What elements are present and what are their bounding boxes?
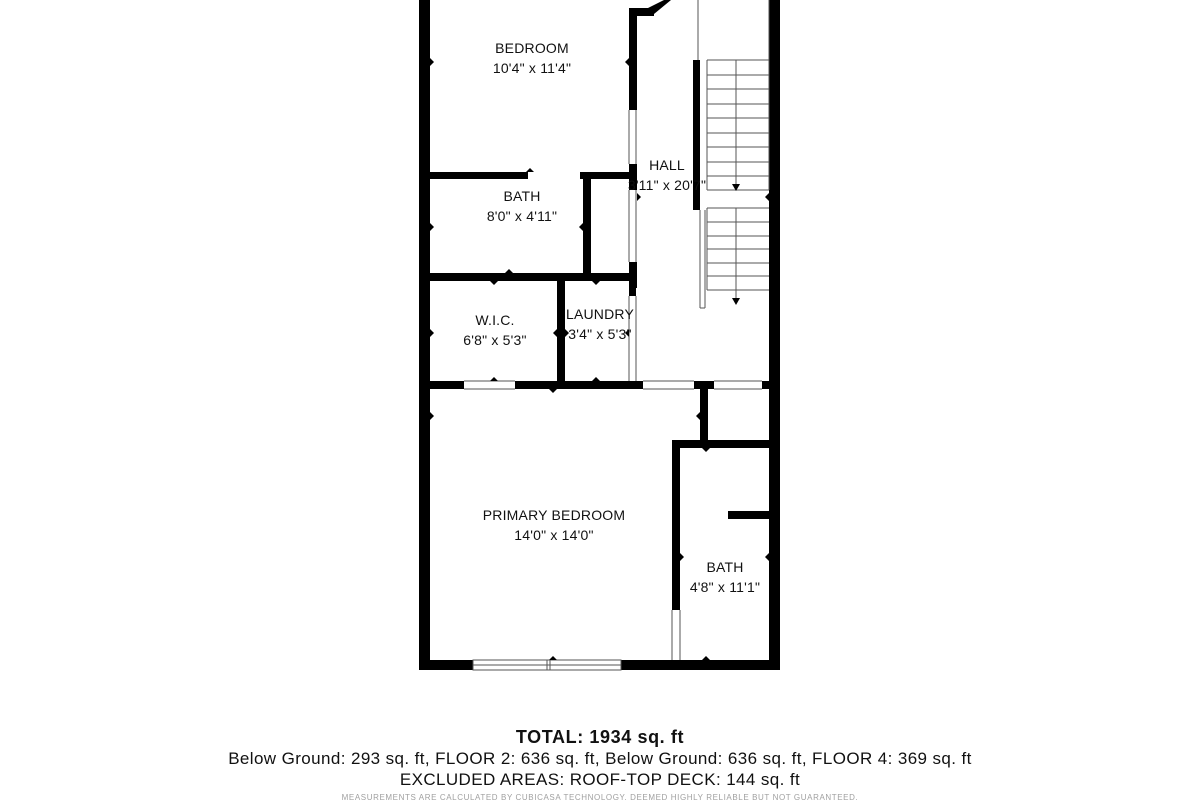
floor-plan	[419, 0, 780, 671]
dimension-markers	[430, 58, 769, 660]
dimension-marker	[430, 329, 434, 337]
room-dimensions: 3'11" x 20'7"	[627, 177, 707, 193]
bedroom-bath-wall	[430, 172, 528, 179]
dimension-marker	[625, 58, 629, 66]
room-dimensions: 8'0" x 4'11"	[486, 208, 558, 224]
stair-arrow-icon	[732, 184, 740, 191]
hall-post-lower	[629, 262, 637, 288]
bath2-top-wall	[672, 440, 770, 448]
room-name: BEDROOM	[495, 40, 569, 56]
stair-arrow-icon	[732, 298, 740, 305]
room-label-primary-bedroom: PRIMARY BEDROOM 14'0" x 14'0"	[483, 505, 626, 545]
dimension-marker	[505, 269, 513, 273]
dimension-marker	[553, 329, 557, 337]
stair-arrows	[732, 184, 740, 305]
room-label-bath: BATH 8'0" x 4'11"	[487, 186, 557, 226]
mid-wall-left	[430, 381, 464, 389]
mid-wall-right-b	[762, 381, 770, 389]
window	[472, 659, 622, 671]
dimension-marker	[476, 175, 484, 179]
exterior-wall-right	[769, 0, 780, 670]
closet-wall-vertical	[700, 389, 708, 441]
room-name: BATH	[706, 559, 744, 575]
total-area: TOTAL: 1934 sq. ft	[515, 727, 685, 747]
room-dimensions: 10'4" x 11'4"	[492, 60, 572, 76]
dimension-marker	[765, 553, 769, 561]
bedroom-hall-wall	[629, 8, 637, 110]
bedroom-door-angle	[636, 8, 654, 16]
bath2-left-wall	[672, 440, 680, 610]
bath-right-wall	[583, 172, 591, 276]
wic-laundry-wall	[557, 281, 565, 389]
room-label-laundry: LAUNDRY 3'4" x 5'3"	[566, 304, 634, 344]
dimension-marker	[702, 448, 710, 452]
floor-areas: Below Ground: 293 sq. ft, FLOOR 2: 636 s…	[228, 749, 972, 768]
dimension-marker	[430, 58, 434, 66]
hall-post-upper	[629, 164, 637, 190]
dimension-marker	[549, 389, 557, 393]
dimension-marker	[637, 193, 641, 201]
bedroom-door-angle-diag	[648, 0, 671, 14]
dimension-marker	[565, 329, 569, 337]
mid-wall-center	[515, 381, 643, 389]
exterior-wall-left	[419, 0, 430, 670]
dimension-marker	[702, 656, 710, 660]
room-name: W.I.C.	[475, 312, 515, 328]
dimension-marker	[526, 168, 534, 172]
dimension-marker	[490, 377, 498, 381]
stairs	[706, 59, 770, 298]
disclaimer: MEASUREMENTS ARE CALCULATED BY CUBICASA …	[341, 793, 859, 802]
mid-wall-right-a	[694, 381, 714, 389]
bath-top-wall-right	[580, 172, 637, 179]
room-dimensions: 14'0" x 14'0"	[514, 527, 594, 543]
dimension-marker	[765, 193, 769, 201]
dimension-marker	[592, 377, 600, 381]
room-label-bedroom: BEDROOM 10'4" x 11'4"	[493, 38, 571, 78]
room-name: HALL	[649, 157, 685, 173]
excluded-areas: EXCLUDED AREAS: ROOF-TOP DECK: 144 sq. f…	[399, 770, 801, 789]
dimension-marker	[549, 656, 557, 660]
laundry-hall-wall	[629, 288, 636, 296]
room-name: LAUNDRY	[565, 306, 635, 322]
bath-wic-wall	[430, 273, 637, 281]
dimension-marker	[592, 281, 600, 285]
dimension-marker	[680, 553, 684, 561]
room-label-hall: HALL 3'11" x 20'7"	[628, 155, 706, 195]
dimension-marker	[696, 412, 700, 420]
dimension-marker	[490, 281, 498, 285]
dimension-marker	[579, 223, 583, 231]
area-summary: TOTAL: 1934 sq. ft Below Ground: 293 sq.…	[0, 726, 1200, 804]
stair-wall	[693, 60, 700, 210]
room-dimensions: 4'8" x 11'1"	[689, 579, 761, 595]
room-dimensions: 6'8" x 5'3"	[463, 332, 527, 348]
thin-lines	[464, 0, 770, 660]
room-name: PRIMARY BEDROOM	[482, 507, 626, 523]
dimension-marker	[430, 412, 434, 420]
room-dimensions: 3'4" x 5'3"	[568, 326, 632, 342]
dimension-marker	[430, 223, 434, 231]
room-label-wic: W.I.C. 6'8" x 5'3"	[463, 310, 526, 350]
room-name: BATH	[503, 188, 541, 204]
bath2-stub-wall	[728, 511, 770, 519]
room-label-bath-2: BATH 4'8" x 11'1"	[690, 557, 760, 597]
interior-walls	[430, 0, 770, 610]
dimension-marker	[625, 329, 629, 337]
